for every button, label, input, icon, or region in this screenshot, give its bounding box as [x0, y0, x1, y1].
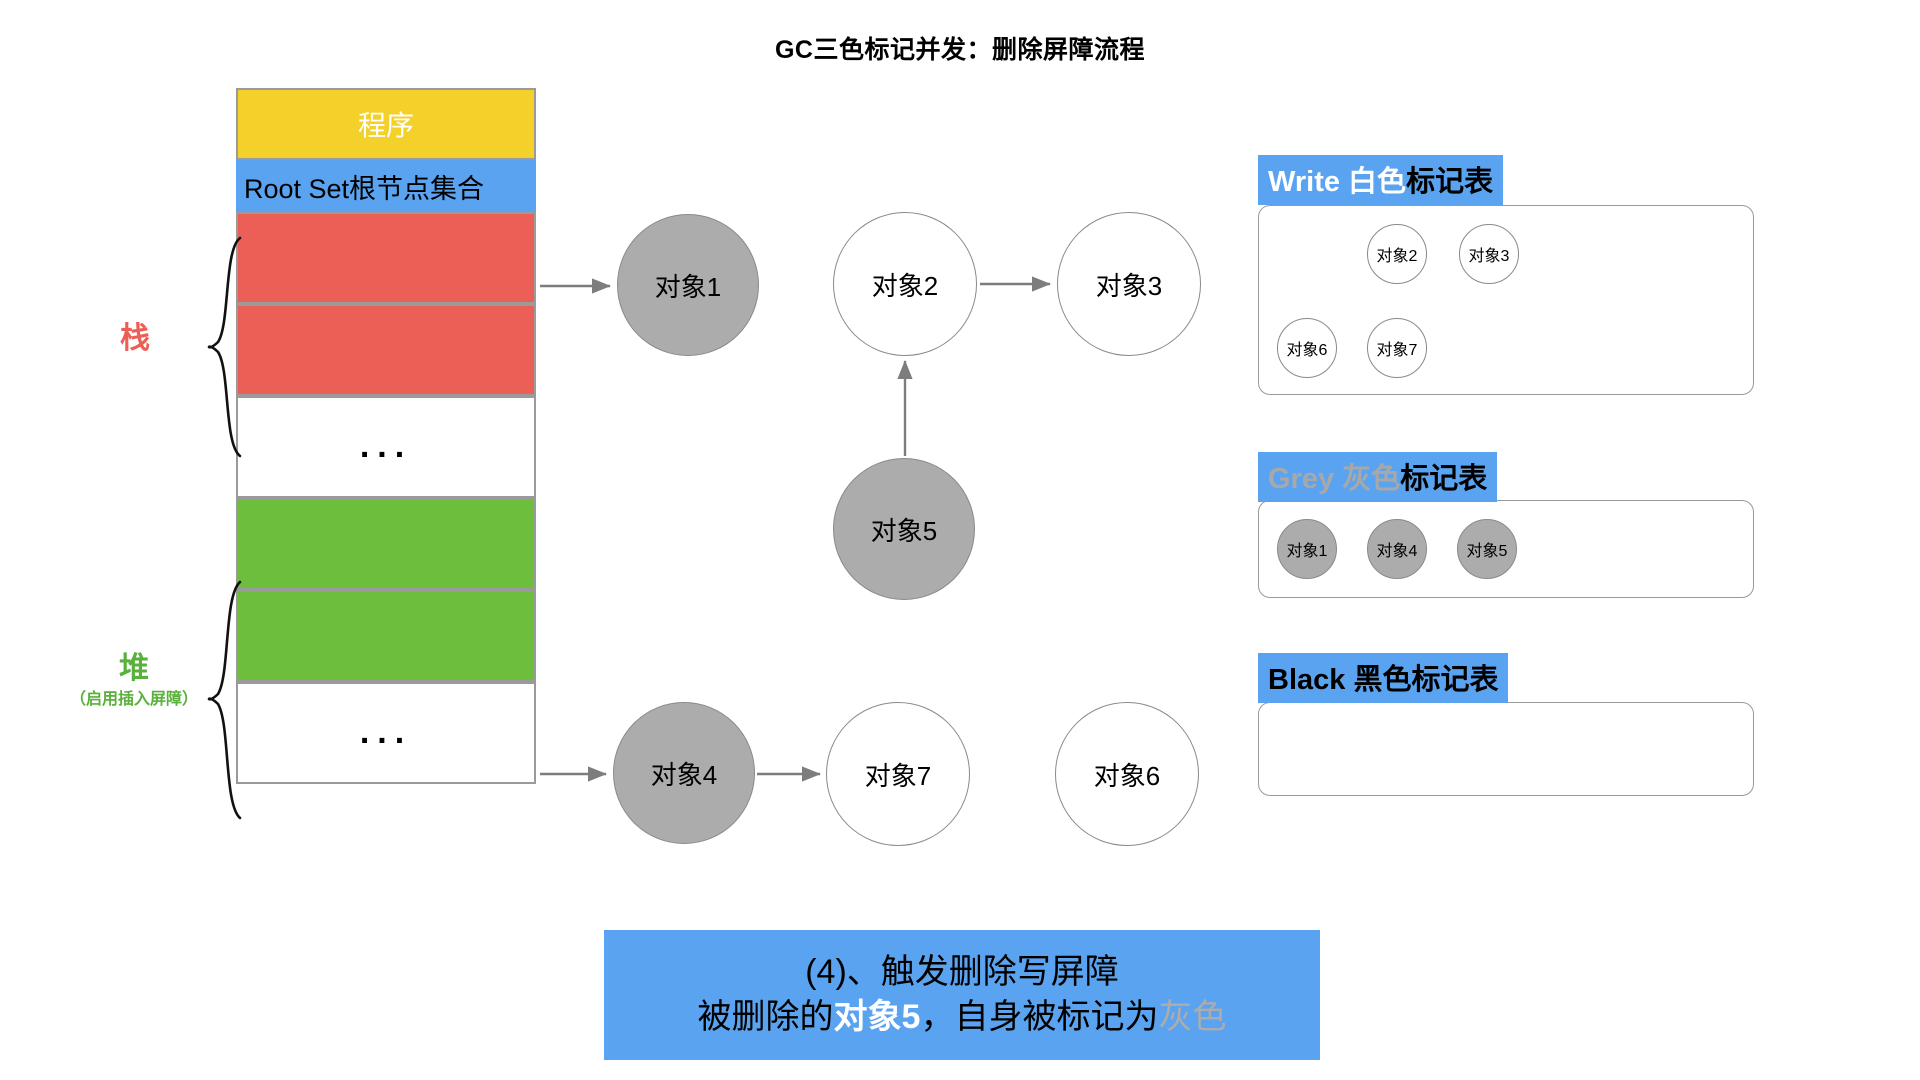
stack-ellipsis-cell: ...	[236, 396, 536, 498]
grey-chip-obj1[interactable]: 对象1	[1277, 519, 1337, 579]
node-obj7[interactable]: 对象7	[826, 702, 970, 846]
grey-table-title-color-word: 灰色	[1342, 463, 1401, 495]
heap-slot-2	[236, 590, 536, 682]
heap-label: 堆	[119, 652, 149, 685]
stack-label: 栈	[120, 322, 150, 355]
white-table-title-suffix: 标记表	[1406, 166, 1494, 198]
node-obj3[interactable]: 对象3	[1057, 212, 1201, 356]
white-table-title: Write 白色标记表	[1258, 155, 1504, 205]
grey-table-title: Grey 灰色标记表	[1258, 452, 1498, 502]
page-title: GC三色标记并发：删除屏障流程	[774, 36, 1145, 64]
caption-line-2-grey-word: 灰色	[1158, 998, 1227, 1036]
black-table-title-prefix: Black	[1268, 664, 1346, 696]
heap-ellipsis-cell: ...	[236, 682, 536, 784]
grey-table-title-suffix: 标记表	[1400, 463, 1488, 495]
white-chip-obj2[interactable]: 对象2	[1367, 224, 1427, 284]
chip-label: 对象7	[1376, 342, 1418, 359]
chip-label: 对象5	[1466, 543, 1508, 560]
caption-line-1: (4)、触发删除写屏障	[805, 953, 1119, 992]
node-obj4[interactable]: 对象4	[613, 702, 755, 844]
caption-line-2: 被删除的对象5，自身被标记为灰色	[698, 995, 1227, 1040]
stack-label-group: 栈	[80, 322, 190, 357]
node-obj6[interactable]: 对象6	[1055, 702, 1199, 846]
node-label: 对象7	[864, 760, 932, 791]
grey-table-box: 对象1 对象4 对象5	[1258, 500, 1754, 598]
node-obj5[interactable]: 对象5	[833, 458, 975, 600]
white-table-box: 对象2 对象3 对象6 对象7	[1258, 205, 1754, 395]
node-label: 对象4	[650, 759, 718, 790]
chip-label: 对象1	[1286, 543, 1328, 560]
heap-sub-label: （启用插入屏障）	[69, 690, 198, 708]
stack-brace	[207, 236, 242, 458]
heap-brace	[207, 580, 242, 820]
caption-line-2-part-a: 被删除的	[697, 998, 834, 1036]
ellipsis-dots: ...	[359, 427, 413, 466]
white-chip-obj7[interactable]: 对象7	[1367, 318, 1427, 378]
node-label: 对象3	[1095, 270, 1163, 301]
caption-line-2-highlight: 对象5	[833, 998, 921, 1036]
node-label: 对象5	[870, 515, 938, 546]
black-table-title-color-word: 黑色	[1353, 664, 1412, 696]
node-obj2[interactable]: 对象2	[833, 212, 977, 356]
caption-box: (4)、触发删除写屏障 被删除的对象5，自身被标记为灰色	[604, 930, 1320, 1060]
chip-label: 对象2	[1376, 248, 1418, 265]
chip-label: 对象6	[1286, 342, 1328, 359]
grey-chip-obj4[interactable]: 对象4	[1367, 519, 1427, 579]
stack-slot-1	[236, 212, 536, 304]
chip-label: 对象4	[1376, 543, 1418, 560]
chip-label: 对象3	[1468, 248, 1510, 265]
caption-line-2-part-c: ，自身被标记为	[920, 998, 1159, 1036]
white-table-title-color-word: 白色	[1348, 166, 1407, 198]
grey-chip-obj5[interactable]: 对象5	[1457, 519, 1517, 579]
node-obj1[interactable]: 对象1	[617, 214, 759, 356]
ellipsis-dots: ...	[359, 713, 413, 752]
black-table-box	[1258, 702, 1754, 796]
white-chip-obj3[interactable]: 对象3	[1459, 224, 1519, 284]
white-chip-obj6[interactable]: 对象6	[1277, 318, 1337, 378]
heap-slot-1	[236, 498, 536, 590]
memory-column: 程序 Root Set根节点集合 ... ...	[236, 88, 536, 784]
node-label: 对象2	[871, 270, 939, 301]
program-cell: 程序	[236, 88, 536, 160]
grey-table-title-prefix: Grey	[1268, 463, 1335, 495]
black-table-title-suffix: 标记表	[1411, 664, 1499, 696]
node-label: 对象1	[654, 271, 722, 302]
node-label: 对象6	[1093, 760, 1161, 791]
white-table-title-prefix: Write	[1268, 166, 1340, 198]
root-set-cell: Root Set根节点集合	[236, 160, 536, 212]
heap-label-group: 堆 （启用插入屏障）	[50, 652, 218, 709]
stack-slot-2	[236, 304, 536, 396]
black-table-title: Black 黑色标记表	[1258, 653, 1509, 703]
